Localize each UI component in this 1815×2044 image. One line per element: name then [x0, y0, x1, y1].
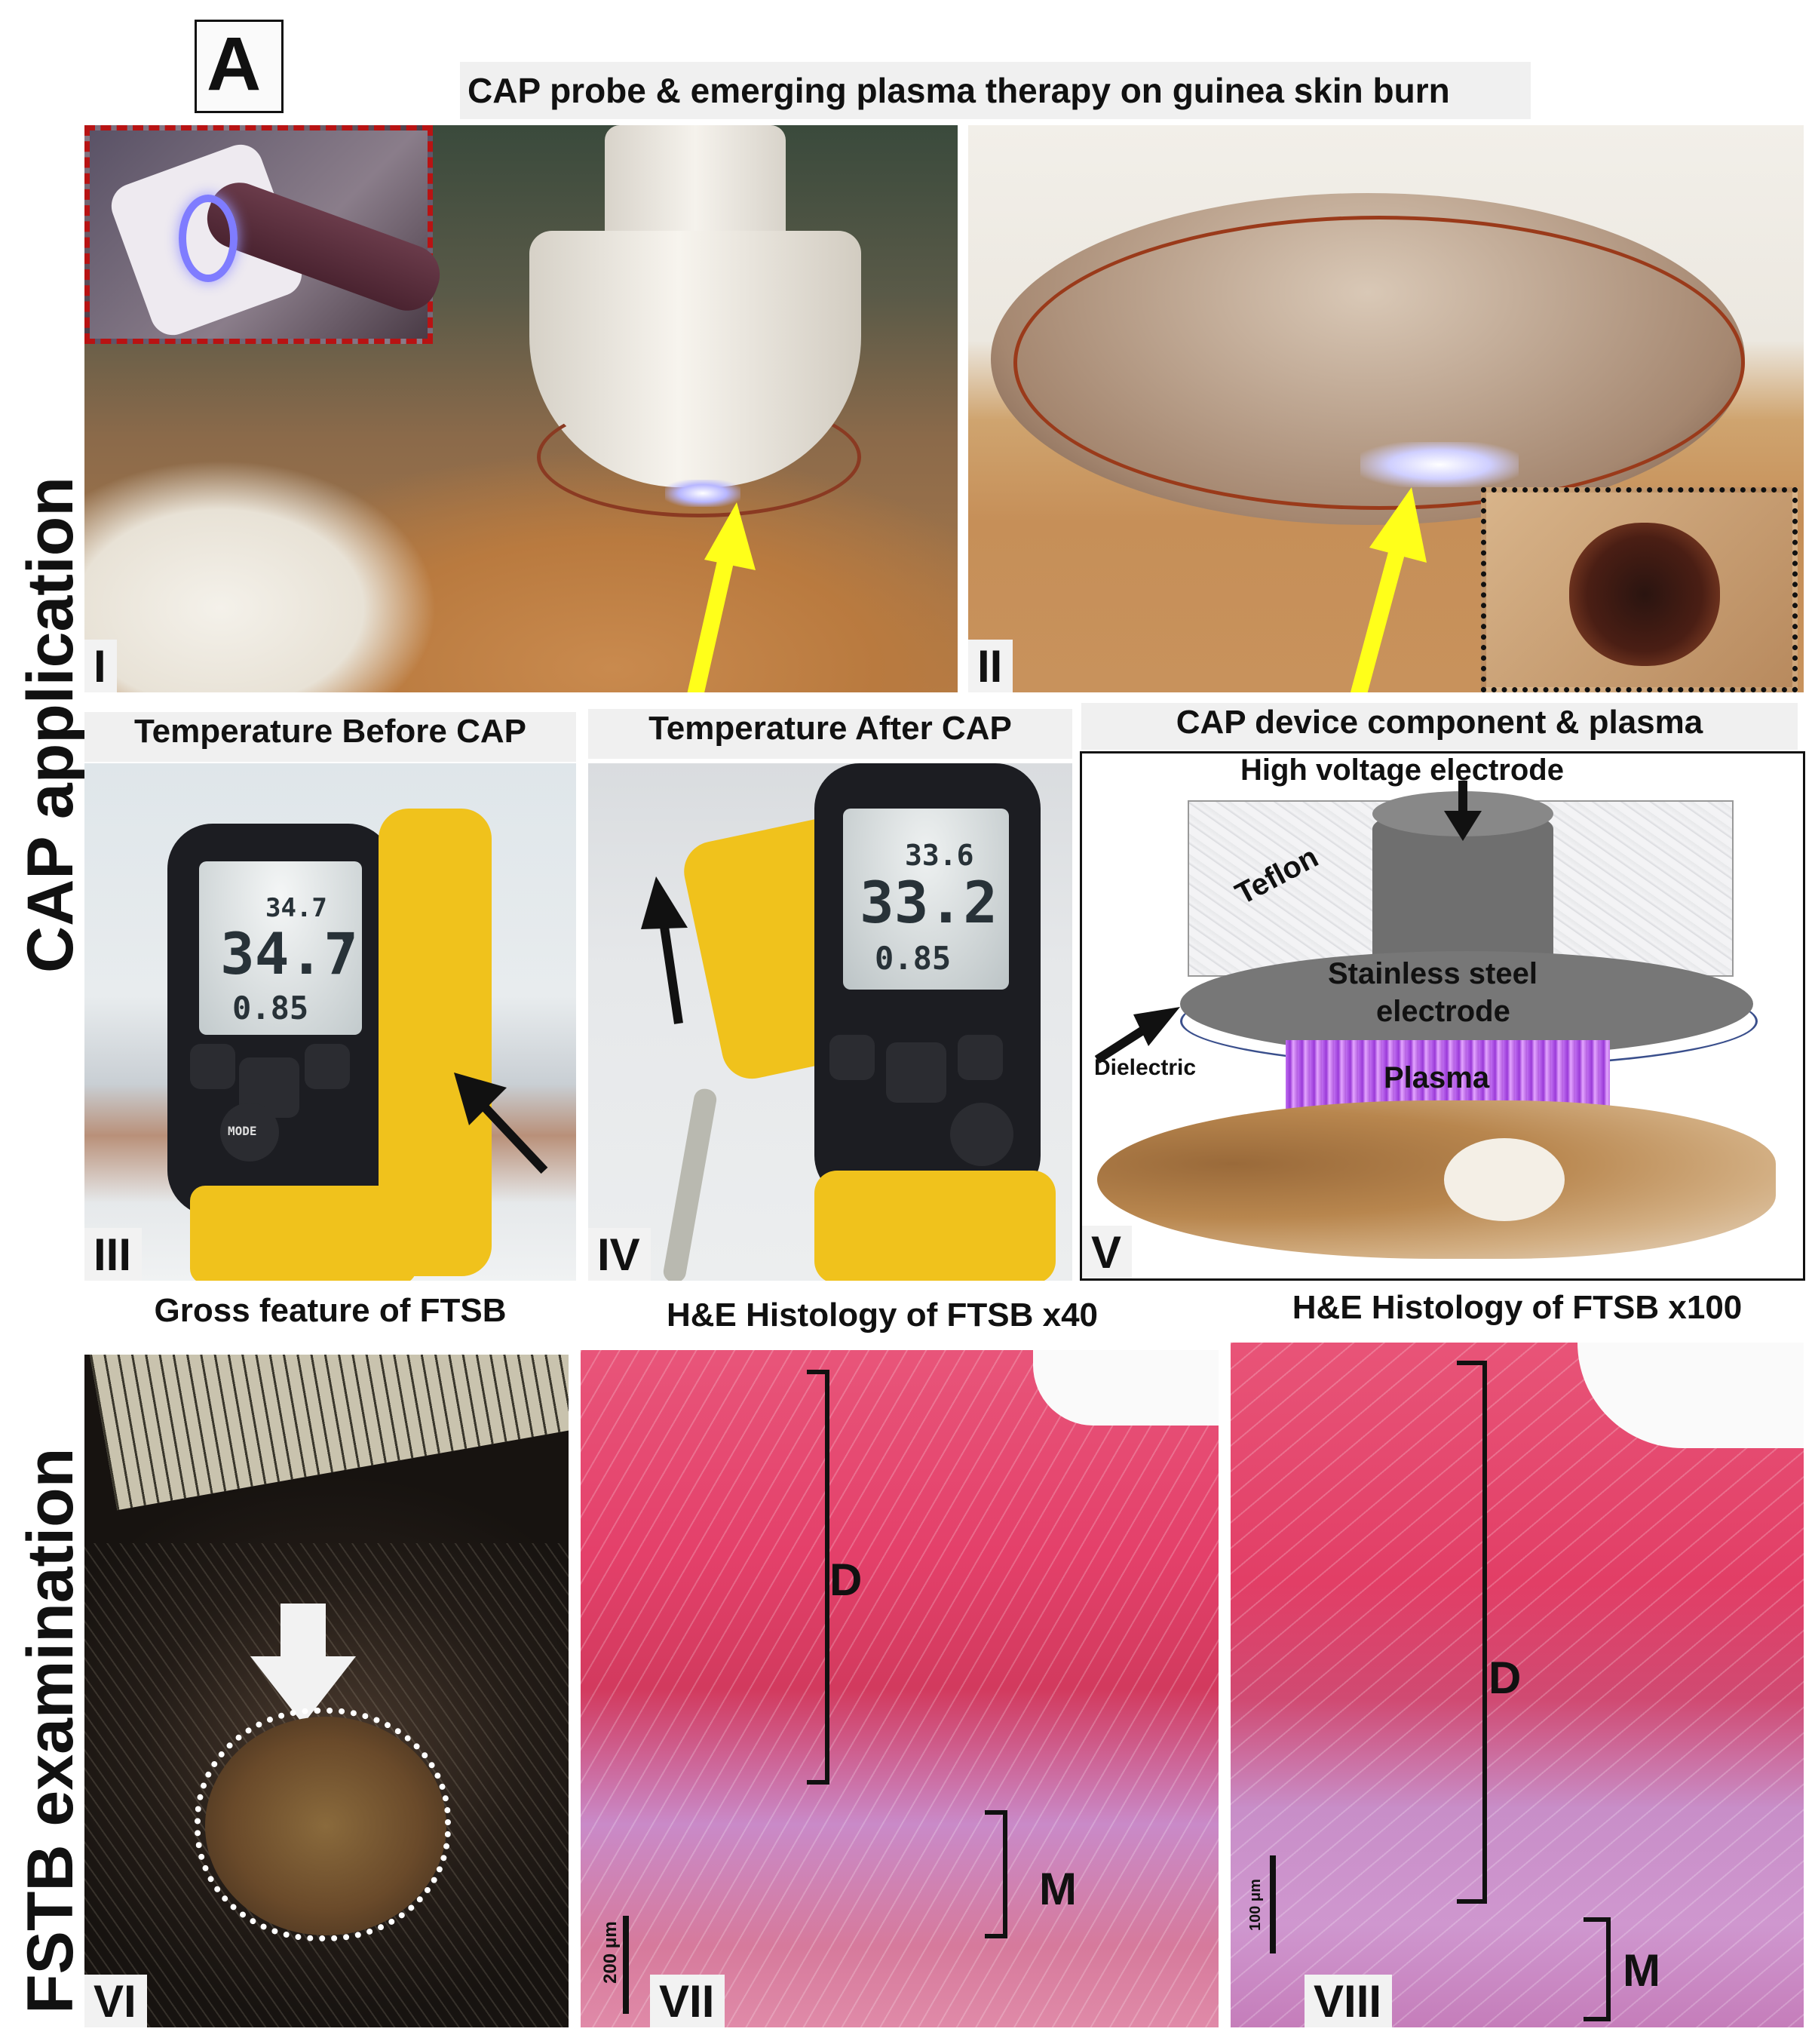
lcd-main: 33.2: [860, 869, 998, 936]
panel-i-photo: I: [84, 125, 958, 692]
panel-i-label: I: [84, 640, 117, 692]
panel-vi-photo: VI: [84, 1355, 569, 2027]
side-label-fstb-examination: FSTB examination: [14, 1447, 87, 2014]
dielectric-arrow-icon: [1094, 1007, 1180, 1064]
panel-vi-label: VI: [84, 1975, 147, 2027]
burn-outline: [195, 1708, 451, 1941]
scale-label: 200 μm: [600, 1921, 621, 1984]
panel-iv-photo: 33.6 33.2 0.85 IV: [588, 763, 1072, 1281]
layer-d-label: D: [1488, 1653, 1522, 1703]
lcd-emissivity: 0.85: [232, 990, 309, 1027]
steel-electrode-label-2: electrode: [1376, 995, 1510, 1028]
header-title: CAP probe & emerging plasma therapy on g…: [468, 71, 1450, 110]
panel-vii-label: VII: [650, 1975, 725, 2027]
panel-i-inset: [84, 125, 449, 344]
layer-d-bracket: [1457, 1361, 1487, 1904]
panel-iii-label: III: [84, 1228, 143, 1281]
guinea-pig: [1097, 1100, 1776, 1259]
lcd-max: 34.7: [265, 893, 327, 923]
side-label-cap-application: CAP application: [14, 477, 87, 973]
panel-ii-inset: [1481, 487, 1798, 692]
panel-viii-histology: D M 100 μm VIII: [1231, 1343, 1804, 2027]
guinea-pig-white-patch: [1444, 1138, 1565, 1221]
lcd-main: 34.7: [220, 920, 359, 987]
usb-cable: [661, 1087, 719, 1281]
panel-vi-title: Gross feature of FTSB: [154, 1292, 507, 1329]
plasma-glow-ii: [1360, 442, 1519, 487]
tissue-texture: [581, 1350, 1219, 2027]
burn-wound: [1569, 523, 1720, 666]
panel-v-title: CAP device component & plasma: [1081, 703, 1798, 750]
panel-iv-title: Temperature After CAP: [588, 709, 1072, 759]
scale-bar: [1270, 1855, 1276, 1953]
meter-button-center: [886, 1042, 946, 1103]
thermometer-yellow-grip: [814, 1171, 1056, 1281]
panel-vii-histology: D M 200 μm VII: [581, 1350, 1219, 2027]
white-down-arrow-icon: [250, 1604, 356, 1724]
thermometer-yellow-grip: [190, 1186, 416, 1281]
panel-iii-photo: 34.7 34.7 c 0.85 MODE III: [84, 763, 576, 1281]
meter-mode-button: [220, 1103, 279, 1162]
layer-d-label: D: [829, 1554, 863, 1605]
figure-label: A: [207, 22, 262, 106]
steel-electrode-label-1: Stainless steel: [1328, 957, 1538, 990]
panel-viii-title: H&E Histology of FTSB x100: [1292, 1289, 1743, 1326]
lcd-max: 33.6: [905, 839, 974, 872]
layer-m-label: M: [1039, 1864, 1077, 1914]
yellow-arrow-icon: [1350, 487, 1427, 692]
lcd-emissivity: 0.85: [875, 940, 952, 977]
meter-button-left: [190, 1044, 235, 1089]
thermometer-lcd: [199, 861, 362, 1035]
down-arrow-icon: [1444, 781, 1482, 841]
header-title-bg: [460, 62, 1531, 119]
layer-m-bracket: [1584, 1917, 1611, 2021]
layer-d-bracket: [807, 1370, 829, 1785]
panel-ii-label: II: [968, 640, 1013, 692]
panel-v-diagram: High voltage electrode Teflon Stainless …: [1080, 751, 1805, 1281]
meter-button-right: [958, 1035, 1003, 1080]
mode-label: MODE: [228, 1124, 257, 1138]
panel-iii-title: Temperature Before CAP: [84, 712, 576, 762]
probe-rim: [537, 397, 861, 517]
meter-button-right: [305, 1044, 350, 1089]
thermometer-lcd: [843, 809, 1009, 990]
scale-label: 100 μm: [1247, 1879, 1264, 1931]
ruler: [84, 1355, 569, 1511]
scale-bar: [623, 1916, 629, 2014]
panel-v-label: V: [1082, 1226, 1133, 1278]
panel-vii-title: H&E Histology of FTSB x40: [666, 1297, 1099, 1334]
top-edge-white: [1033, 1350, 1219, 1426]
steel-electrode-disk: [1180, 951, 1753, 1057]
plasma-label: Plasma: [1384, 1061, 1490, 1094]
panel-viii-label: VIII: [1305, 1975, 1393, 2027]
tissue-texture: [1231, 1343, 1804, 2027]
probe-rim-ii: [1013, 216, 1745, 510]
panel-iv-label: IV: [588, 1228, 651, 1281]
plasma-glow: [665, 480, 740, 507]
lcd-unit: c: [341, 926, 353, 949]
dielectric-label: Dielectric: [1094, 1055, 1197, 1080]
layer-m-label: M: [1623, 1945, 1660, 1996]
black-arrow-icon: [454, 1073, 548, 1174]
hv-electrode-label: High voltage electrode: [1240, 753, 1564, 787]
layer-m-bracket: [985, 1810, 1007, 1938]
black-arrow-icon: [641, 876, 688, 1024]
figure-label-box: [195, 20, 284, 113]
inset-blue-glow: [179, 195, 238, 282]
yellow-arrow-icon: [687, 502, 756, 692]
meter-button-left: [829, 1035, 875, 1080]
meter-mode-button: [950, 1103, 1013, 1166]
